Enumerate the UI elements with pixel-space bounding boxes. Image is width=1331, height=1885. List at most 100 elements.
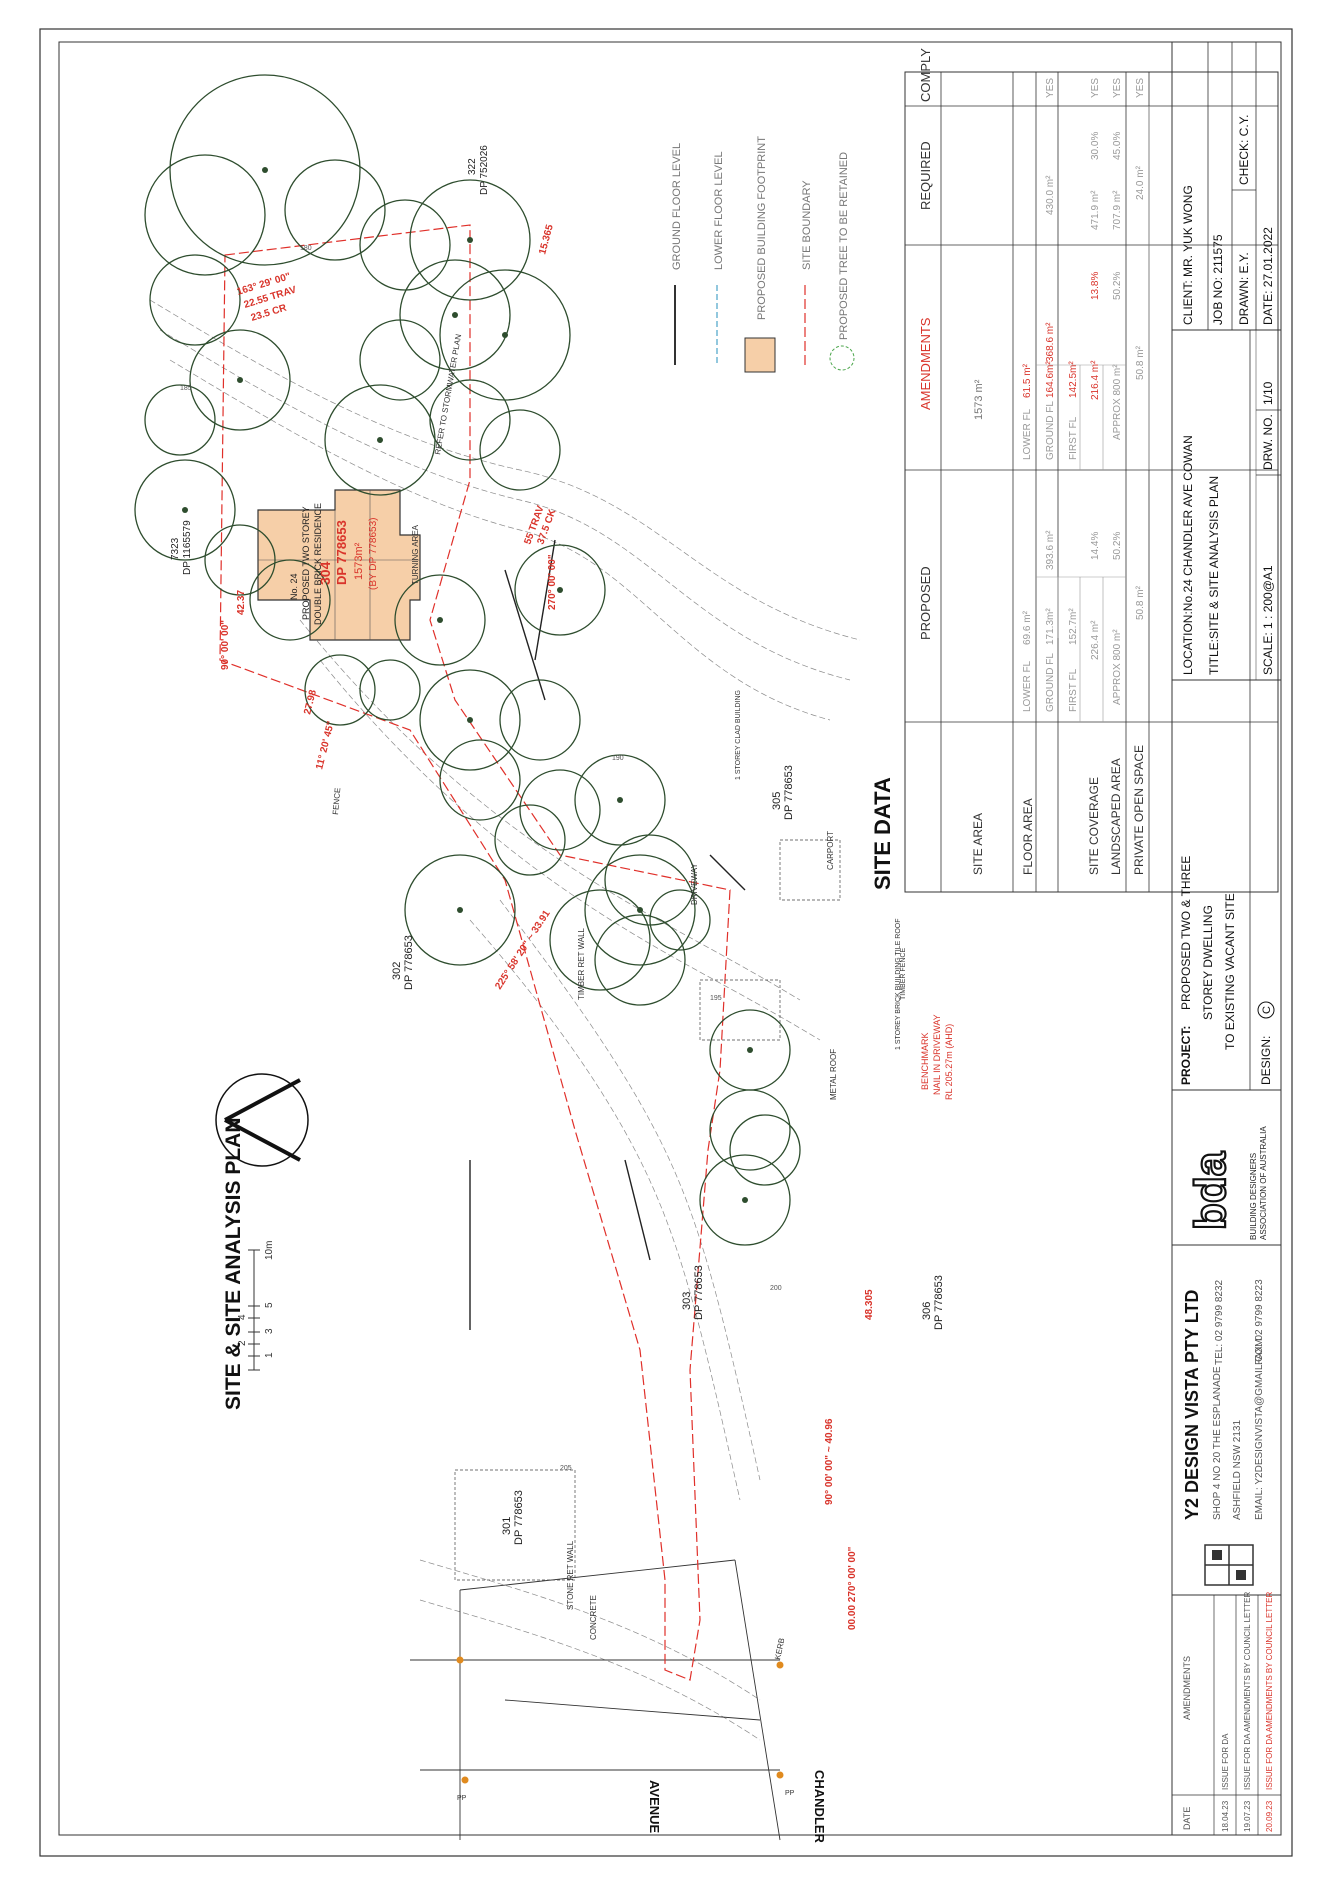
bda-line-1: BUILDING DESIGNERS [1249,1153,1258,1240]
legend-label: GROUND FLOOR LEVEL [671,143,683,270]
scale-tick-label: 4 [237,1314,248,1320]
fence-label: FENCE [331,787,342,815]
carport-label: CARPORT [826,831,835,870]
company-logo-icon [1204,1544,1254,1586]
benchmark-label: NAIL IN DRIVEWAY [932,1014,942,1095]
pos-proposed: 50.8 m² [1135,585,1146,620]
contour-label: 195 [710,995,722,1002]
legend-label: PROPOSED TREE TO BE RETAINED [838,152,850,340]
lot-label: 305 [771,792,783,810]
title: TITLE:SITE & SITE ANALYSIS PLAN [1207,476,1221,675]
floor-area-proposed-total: 393.6 m² [1045,530,1056,570]
site-data-table: PROPOSED AMENDMENTS REQUIRED COMPLY SITE… [904,48,1279,893]
lot-number: 304 [317,561,333,585]
concrete-label: CONCRETE [589,1595,598,1640]
row-label-private-open-space: PRIVATE OPEN SPACE [1132,745,1146,875]
bearing-label: 270° 00' 00" [547,554,558,610]
site-data-heading: SITE DATA [870,777,895,890]
site-coverage-required-pct: 30.0% [1090,132,1101,160]
scale: SCALE: 1 : 200@A1 [1261,565,1275,675]
scale-tick-label: 1 [264,1352,275,1358]
tree-canopies [134,74,801,1246]
site-coverage-comply: YES [1090,78,1101,98]
building-footprint[interactable] [257,489,421,641]
building-label: 1 STOREY BRICK BUILDING TILE ROOF [895,919,902,1050]
amendment-text: ISSUE FOR DA [1221,1733,1230,1790]
bearing-label: 42.37 [236,590,247,615]
project-line-3: TO EXISTING VACANT SITE [1223,893,1237,1050]
driveway-label: DRIVEWAY [690,863,699,905]
project-line-2: STOREY DWELLING [1201,905,1215,1020]
drw-no-label: DRW. NO. [1261,414,1275,470]
lot-dp: DP 778653 [334,520,349,585]
lot-dp-label: DP 778653 [513,1490,525,1545]
house-label-1: No. 24 [289,573,299,600]
bda-logo-icon: bda [1186,1151,1235,1230]
lot-dp-label: DP 778653 [783,765,795,820]
table-header-amendments: AMENDMENTS [918,317,933,410]
table-header-required: REQUIRED [918,141,933,210]
building-label: TIMBER FENCE [900,948,907,1000]
location: LOCATION:No.24 CHANDLER AVE COWAN [1181,435,1195,675]
bearing-label: 90° 00' 00" [220,620,231,670]
timber-ret-label: TIMBER RET WALL [577,927,586,1000]
company-address-1: SHOP 4 NO 20 THE ESPLANADE [1212,1366,1223,1520]
scale-bar [248,1249,260,1371]
scale-tick-label: 5 [264,1302,275,1308]
date: DATE: 27.01.2022 [1261,227,1275,325]
power-pole-label: PP [457,1795,467,1802]
legend-label: SITE BOUNDARY [801,180,813,270]
amendment-date: 19.07.23 [1243,1800,1252,1832]
project-line-1: PROPOSED TWO & THREE [1179,856,1193,1010]
street-name-chandler: CHANDLER [812,1770,827,1844]
amendments-title: AMENDMENTS [1182,1656,1192,1720]
lot-label: 302 [391,962,403,980]
lot-dp-label: DP 1165579 [182,520,193,575]
scale-tick-label: 10m [264,1241,275,1260]
table-header-proposed: PROPOSED [918,566,933,640]
legend-label: PROPOSED BUILDING FOOTPRINT [756,136,768,320]
company-fax: FAX: 02 9799 8223 [1254,1279,1265,1365]
benchmark-label: RL 205.27m (AHD) [944,1024,954,1100]
lot-area: 1573m² [353,542,365,580]
company-email: EMAIL: Y2DESIGNVISTA@GMAIL.COM [1254,1339,1265,1521]
legend: GROUND FLOOR LEVEL LOWER FLOOR LEVEL PRO… [671,136,855,373]
contour-lines [149,299,861,1741]
lot-dp-label: DP 778653 [933,1275,945,1330]
check: CHECK: C.Y. [1237,115,1251,185]
bearing-label: 90° 00' 00" ~ 40.96 [824,1418,835,1505]
floor-area-required: 430.0 m² [1045,175,1056,215]
site-area-value: 1573 m² [973,379,985,420]
bda-line-2: ASSOCIATION OF AUSTRALIA [1259,1126,1268,1240]
floor-area-proposed-value: 171.3m² [1045,608,1056,645]
contour-label: 185 [180,385,192,392]
floor-area-proposed-name: GROUND FL [1045,653,1056,712]
contour-label: 190 [612,755,624,762]
design-revision-circle [1257,1001,1275,1019]
pos-comply: YES [1135,78,1146,98]
bearing-label: 00.00 270° 00' 00" [847,1546,858,1630]
table-header-comply: COMPLY [918,48,933,102]
building-label: 1 STOREY CLAD BUILDING [735,690,742,780]
kerb-label: KERB [773,1637,786,1660]
amendment-date: 20.09.23 [1265,1800,1274,1832]
stone-ret-label: STONE RET WALL [566,1540,575,1610]
lot-dp-label: DP 752026 [479,145,490,195]
job-no: JOB NO: 211575 [1211,234,1225,325]
north-arrow-icon [215,1073,309,1167]
landscaped-proposed-pct: 50.2% [1112,532,1123,560]
pos-required: 24.0 m² [1135,165,1146,200]
pos-amended: 50.8 m² [1135,345,1146,380]
site-boundary [219,224,731,1681]
amendment-date: 18.04.23 [1221,1800,1230,1832]
scale-tick-label: 2 [237,1340,248,1346]
drawing-title: SITE & SITE ANALYSIS PLAN [222,1118,245,1411]
floor-area-amended-value: 142.5m² [1068,361,1079,398]
landscaped-amended-pct: 50.2% [1112,272,1123,300]
lot-label: 303 [681,1292,693,1310]
row-label-site-area: SITE AREA [971,813,985,875]
floor-area-amended-name: LOWER FL [1022,408,1033,460]
power-pole-label: PP [785,1790,795,1797]
sheet-outer-border [39,28,1293,1857]
floor-area-amended-value: 164.6m² [1045,361,1056,398]
